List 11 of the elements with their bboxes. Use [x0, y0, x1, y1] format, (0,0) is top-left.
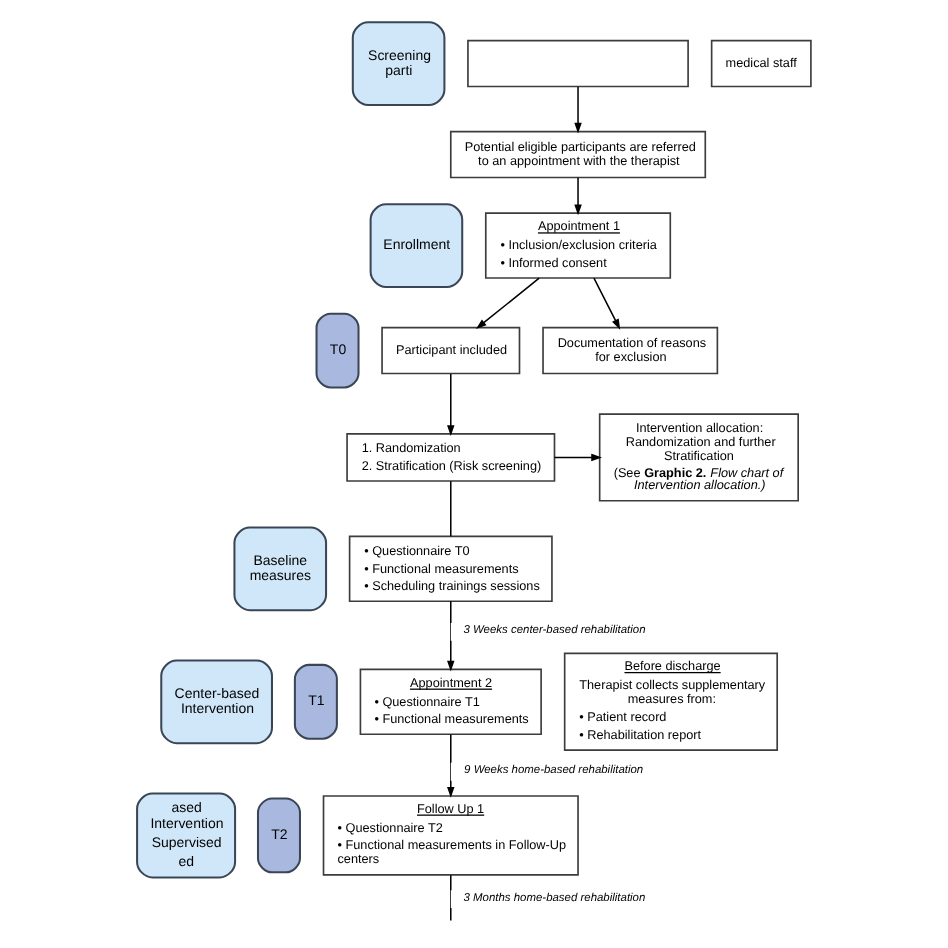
- arrow: [447, 600, 455, 672]
- arrow: [574, 85, 582, 134]
- arrow: [475, 277, 540, 330]
- arrow: [447, 373, 455, 437]
- arrow: [447, 733, 455, 798]
- connector: [450, 874, 452, 922]
- arrow: [593, 277, 621, 330]
- connector: [450, 480, 452, 538]
- arrow: [574, 176, 582, 216]
- arrow: [553, 453, 602, 462]
- node-box: [467, 39, 689, 88]
